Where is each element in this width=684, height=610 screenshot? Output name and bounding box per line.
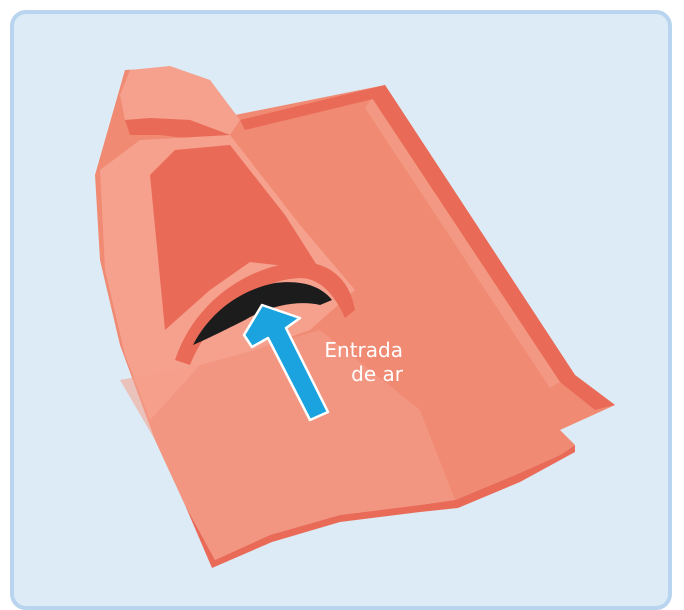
air-inlet-label-line2: de ar [293,362,403,386]
air-inlet-label-line1: Entrada [293,338,403,362]
air-inlet-label: Entrada de ar [293,338,403,386]
